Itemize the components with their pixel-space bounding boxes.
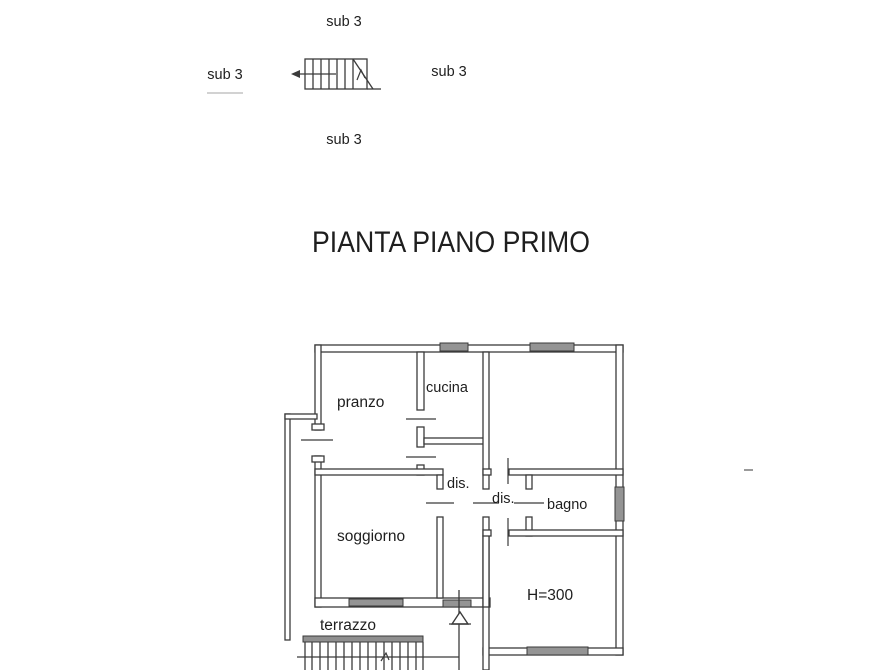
sub3-label-left: sub 3: [207, 67, 242, 83]
ceiling-height-annotation: H=300: [527, 587, 573, 604]
room-label-disimpegno-2: dis.: [492, 491, 515, 507]
window-marker: [442, 599, 472, 608]
stair-direction-arrow: [449, 590, 471, 670]
plan-title: PIANTA PIANO PRIMO: [312, 226, 590, 259]
window-marker: [439, 342, 469, 352]
window-marker: [614, 486, 625, 522]
walk-line-arrowhead: [291, 70, 300, 78]
door-jambs: [311, 423, 325, 463]
room-label-pranzo: pranzo: [337, 394, 384, 411]
stair-top-edge: [302, 635, 424, 643]
interior-walls: [314, 351, 624, 608]
sub3-label-right: sub 3: [431, 64, 466, 80]
room-label-terrazzo: terrazzo: [320, 617, 376, 634]
room-label-soggiorno: soggiorno: [337, 528, 405, 545]
room-label-bagno: bagno: [547, 497, 587, 513]
sub3-label-bottom: sub 3: [326, 132, 361, 148]
door-swing-marks: [301, 418, 544, 546]
scan-noise: [207, 92, 753, 471]
window-marker: [348, 598, 404, 607]
external-staircase: [297, 635, 459, 670]
stair-detail-symbol: [291, 58, 381, 90]
walk-line-caret: [356, 68, 366, 81]
window-marker: [526, 646, 589, 656]
walk-line-caret: [380, 651, 390, 662]
stair-treads: [312, 59, 354, 89]
up-arrow-triangle: [450, 610, 470, 625]
window-marker: [529, 342, 575, 352]
stair-treads: [304, 642, 424, 670]
sub3-label-top: sub 3: [326, 14, 361, 30]
room-label-cucina: cucina: [426, 380, 469, 396]
windows: [348, 342, 625, 656]
room-label-disimpegno-1: dis.: [447, 476, 470, 492]
terrace-parapet: [284, 413, 318, 641]
